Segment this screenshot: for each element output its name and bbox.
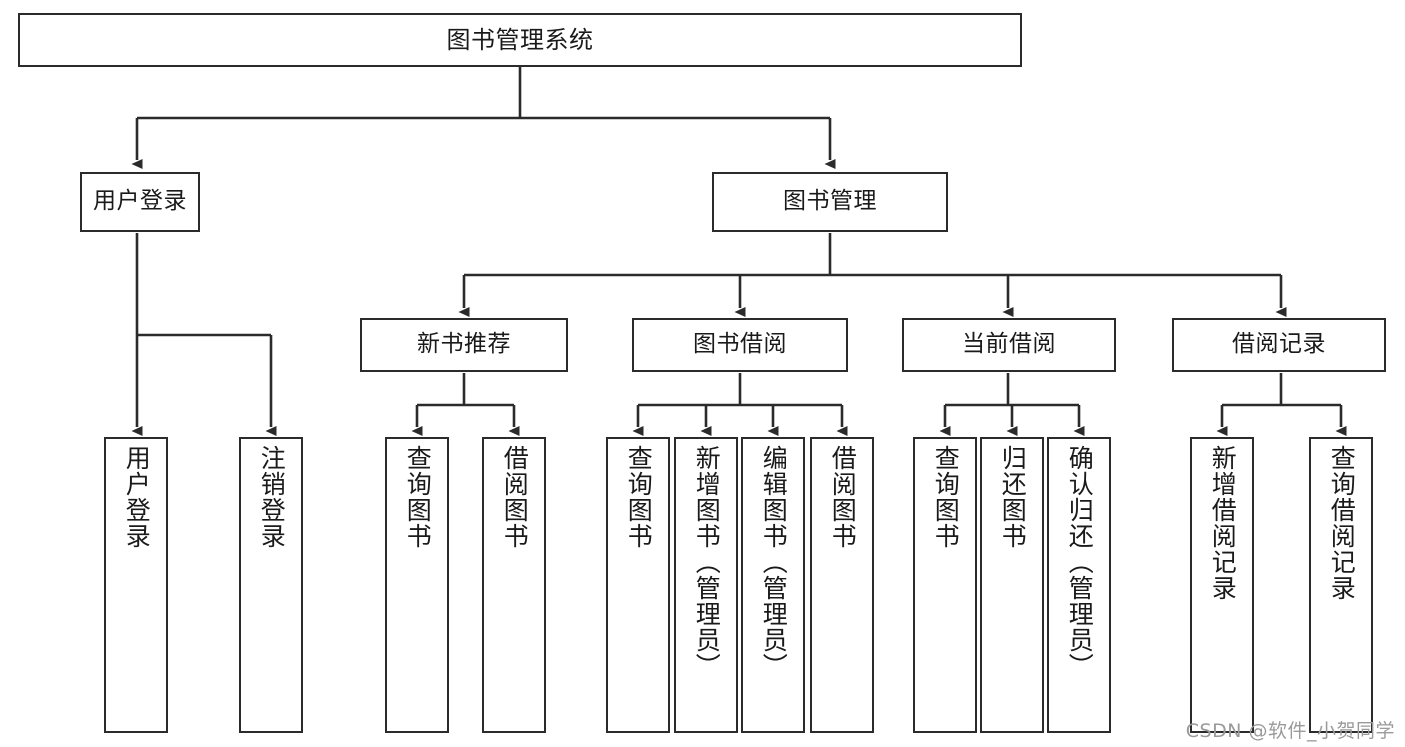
node-leaf-borrow-book-2-label: 借阅图书 <box>828 445 858 549</box>
node-leaf-borrow-book-1[interactable]: 借阅图书 <box>482 437 546 733</box>
node-leaf-query-book-2-label: 查询图书 <box>624 445 654 549</box>
node-new-book-recommend[interactable]: 新书推荐 <box>360 318 568 372</box>
node-leaf-add-record-label: 新增借阅记录 <box>1208 445 1238 601</box>
node-leaf-query-record[interactable]: 查询借阅记录 <box>1309 437 1373 733</box>
node-leaf-query-record-label: 查询借阅记录 <box>1327 445 1357 601</box>
node-user-login[interactable]: 用户登录 <box>80 172 200 232</box>
node-leaf-edit-book-label: 编辑图书（管理员） <box>759 445 789 679</box>
node-leaf-add-book[interactable]: 新增图书（管理员） <box>674 437 738 733</box>
node-leaf-query-book-2[interactable]: 查询图书 <box>606 437 670 733</box>
node-leaf-query-book-3-label: 查询图书 <box>931 445 961 549</box>
watermark-text: CSDN @软件_小贺同学 <box>1185 720 1395 742</box>
node-leaf-query-book-3[interactable]: 查询图书 <box>913 437 977 733</box>
node-leaf-return-book-label: 归还图书 <box>998 445 1028 549</box>
node-current-borrow-label: 当前借阅 <box>962 331 1056 358</box>
node-book-borrow-label: 图书借阅 <box>693 331 787 358</box>
node-leaf-add-book-label: 新增图书（管理员） <box>692 445 722 679</box>
node-leaf-borrow-book-1-label: 借阅图书 <box>500 445 530 549</box>
node-leaf-logout-login[interactable]: 注销登录 <box>239 437 303 733</box>
node-leaf-borrow-book-2[interactable]: 借阅图书 <box>810 437 874 733</box>
node-current-borrow[interactable]: 当前借阅 <box>902 318 1116 372</box>
node-book-management-label: 图书管理 <box>783 188 877 215</box>
node-root-label: 图书管理系统 <box>446 25 594 54</box>
node-borrow-record-label: 借阅记录 <box>1232 331 1326 358</box>
node-borrow-record[interactable]: 借阅记录 <box>1172 318 1386 372</box>
node-leaf-query-book-1[interactable]: 查询图书 <box>385 437 449 733</box>
node-leaf-return-book[interactable]: 归还图书 <box>980 437 1044 733</box>
node-new-book-recommend-label: 新书推荐 <box>417 331 511 358</box>
node-leaf-user-login[interactable]: 用户登录 <box>104 437 168 733</box>
node-leaf-confirm-return-label: 确认归还（管理员） <box>1065 445 1095 679</box>
node-leaf-edit-book[interactable]: 编辑图书（管理员） <box>741 437 805 733</box>
node-leaf-logout-login-label: 注销登录 <box>257 445 287 549</box>
node-leaf-query-book-1-label: 查询图书 <box>403 445 433 549</box>
node-leaf-add-record[interactable]: 新增借阅记录 <box>1190 437 1254 733</box>
node-leaf-user-login-label: 用户登录 <box>122 445 152 549</box>
node-book-management[interactable]: 图书管理 <box>712 172 948 232</box>
node-root[interactable]: 图书管理系统 <box>18 13 1022 67</box>
node-user-login-label: 用户登录 <box>93 188 187 215</box>
node-book-borrow[interactable]: 图书借阅 <box>632 318 848 372</box>
node-leaf-confirm-return[interactable]: 确认归还（管理员） <box>1047 437 1111 733</box>
